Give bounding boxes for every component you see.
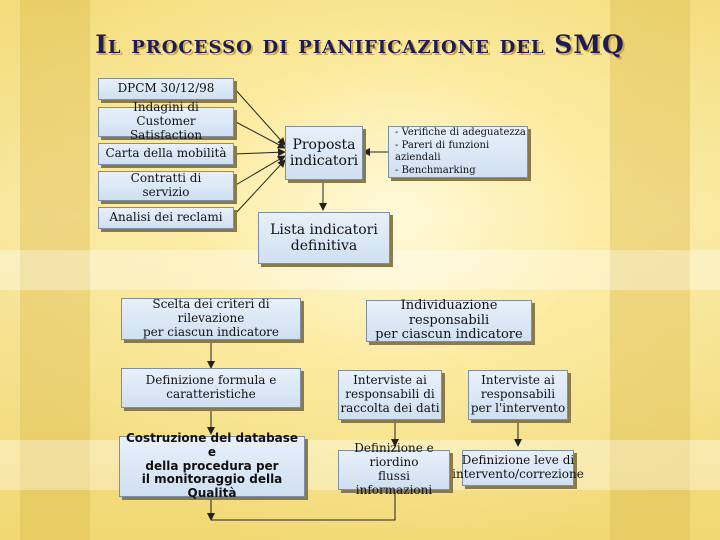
input-analisi-reclami-label: Analisi dei reclami [109, 210, 223, 225]
input-contratti-servizio-label: Contratti di servizio [130, 171, 202, 199]
riordino-flussi-label: Definizione e riordino flussi informazio… [354, 441, 434, 497]
scelta-criteri-box: Scelta dei criteri di rilevazione per ci… [121, 297, 301, 340]
verifiche-item: Benchmarking [395, 165, 527, 178]
leve-intervento-box: Definizione leve di intervento/correzion… [452, 450, 584, 486]
input-carta-mobilita-label: Carta della mobilità [105, 146, 227, 161]
costruzione-database-label: Costruzione del database e della procedu… [125, 431, 299, 501]
lista-indicatori-label: Lista indicatori definitiva [270, 221, 378, 254]
verifiche-box: Verifiche di adeguatezza Pareri di funzi… [388, 126, 528, 178]
input-carta-mobilita: Carta della mobilità [98, 143, 234, 165]
page-title: Il processo di pianificazione del SMQ [95, 30, 625, 59]
riordino-flussi-box: Definizione e riordino flussi informazio… [338, 441, 450, 497]
input-customer-satisfaction-label: Indagini di Customer Satisfaction [129, 100, 203, 142]
costruzione-database-box: Costruzione del database e della procedu… [119, 431, 305, 500]
background-pillar [20, 0, 90, 540]
definizione-formula-label: Definizione formula e caratteristiche [145, 373, 277, 401]
arrow-dpcm-to-proposta [233, 87, 286, 146]
interviste-raccolta-dati-label: Interviste ai responsabili di raccolta d… [340, 373, 440, 415]
individuazione-responsabili-box: Individuazione responsabili per ciascun … [366, 297, 532, 343]
arrow-contratti-to-proposta [233, 155, 286, 187]
lista-indicatori-box: Lista indicatori definitiva [258, 212, 390, 264]
definizione-formula-box: Definizione formula e caratteristiche [121, 368, 301, 408]
interviste-intervento-box: Interviste ai responsabili per l'interve… [468, 370, 568, 420]
arrow-carta-to-proposta [233, 148, 286, 157]
proposta-indicatori-box: Proposta indicatori [285, 126, 363, 180]
input-customer-satisfaction: Indagini di Customer Satisfaction [98, 100, 234, 142]
verifiche-item: Pareri di funzioni aziendali [395, 140, 527, 165]
verifiche-list: Verifiche di adeguatezza Pareri di funzi… [395, 127, 527, 177]
input-dpcm: DPCM 30/12/98 [98, 78, 234, 100]
input-analisi-reclami: Analisi dei reclami [98, 207, 234, 229]
arrow-bottom-connector [211, 490, 396, 521]
arrow-indagini-to-proposta [233, 120, 286, 149]
interviste-raccolta-dati-box: Interviste ai responsabili di raccolta d… [338, 370, 442, 420]
background-pillar [610, 0, 690, 540]
individuazione-responsabili-label: Individuazione responsabili per ciascun … [375, 297, 523, 343]
proposta-indicatori-label: Proposta indicatori [289, 136, 359, 169]
input-contratti-servizio: Contratti di servizio [98, 171, 234, 201]
scelta-criteri-label: Scelta dei criteri di rilevazione per ci… [142, 297, 280, 339]
verifiche-item: Verifiche di adeguatezza [395, 127, 527, 140]
arrow-reclami-to-proposta [233, 159, 286, 216]
interviste-intervento-label: Interviste ai responsabili per l'interve… [470, 373, 566, 415]
input-dpcm-label: DPCM 30/12/98 [117, 81, 215, 96]
leve-intervento-label: Definizione leve di intervento/correzion… [452, 453, 584, 481]
